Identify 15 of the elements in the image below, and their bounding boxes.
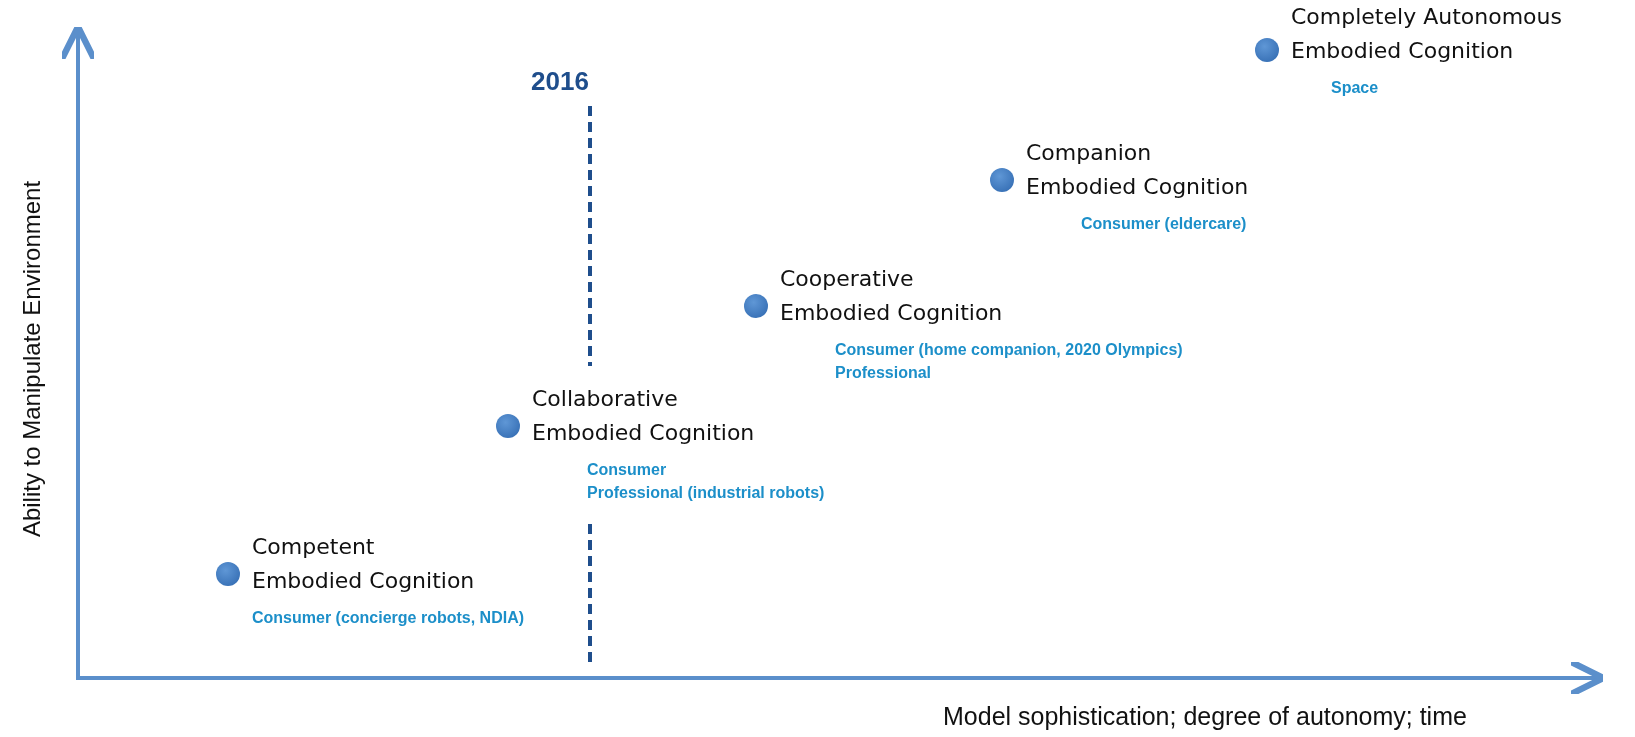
application-text: Consumer bbox=[587, 460, 668, 480]
stage-title: Cooperative Embodied Cognition bbox=[780, 265, 1004, 327]
application-text: Space bbox=[1331, 78, 1380, 98]
stage-title: Companion Embodied Cognition bbox=[1026, 139, 1250, 201]
application-text: Professional bbox=[835, 363, 933, 383]
stage-title: Collaborative Embodied Cognition bbox=[532, 385, 756, 447]
application-text: Consumer (home companion, 2020 Olympics) bbox=[835, 340, 1183, 360]
year-label: 2016 bbox=[531, 66, 589, 97]
application-text: Consumer (concierge robots, NDIA) bbox=[252, 608, 525, 628]
stage-title: Completely Autonomous Embodied Cognition bbox=[1291, 3, 1563, 65]
stage-title: Competent Embodied Cognition bbox=[252, 533, 476, 595]
axis-label: Ability to Manipulate Environment bbox=[18, 179, 46, 539]
application-text: Consumer (eldercare) bbox=[1081, 214, 1248, 234]
axis-label: Model sophistication; degree of autonomy; time bbox=[943, 702, 1467, 731]
application-text: Professional (industrial robots) bbox=[587, 483, 825, 503]
